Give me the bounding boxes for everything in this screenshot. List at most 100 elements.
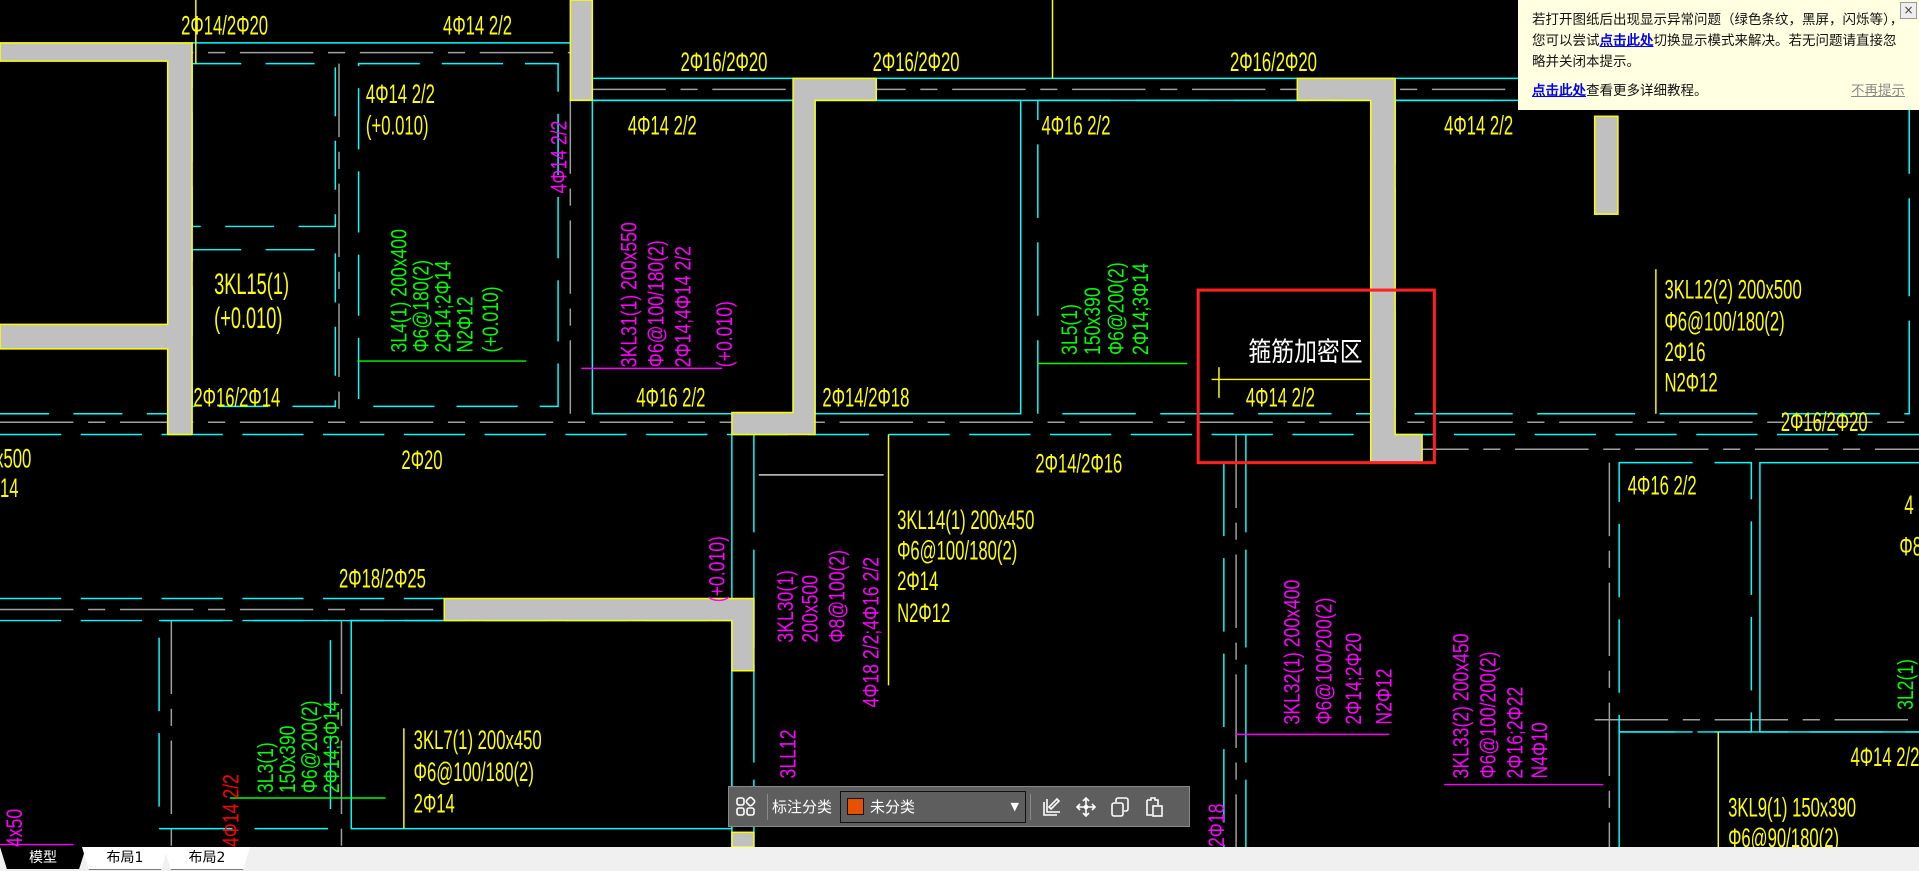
move-icon[interactable] bbox=[1069, 790, 1103, 824]
annotation-label: Φ6@200(2) bbox=[298, 700, 322, 793]
annotation-label-group: 2Φ14;4Φ14 2/2 bbox=[671, 246, 695, 367]
annotation-label: 2Φ14/2Φ18 bbox=[822, 382, 909, 412]
annotation-label: Φ6@90/180(2) bbox=[1728, 823, 1839, 847]
annotation-label: 3LL12 bbox=[777, 729, 801, 778]
tutorial-link[interactable]: 点击此处 bbox=[1532, 83, 1586, 99]
annotation-label-group: 4Φ14 2/2 bbox=[1850, 742, 1919, 772]
layout-tab-bar: 模型 布局1 布局2 bbox=[0, 847, 1919, 871]
annotation-label: Φ6@200(2) bbox=[1105, 262, 1129, 355]
grid-apps-icon[interactable] bbox=[729, 790, 763, 824]
edit-icon[interactable] bbox=[1035, 790, 1069, 824]
annotation-label: Φ8@100(2) bbox=[826, 550, 850, 643]
annotation-label-group: 2Φ16/2Φ20 bbox=[1781, 407, 1868, 437]
annotation-label-group: Φ6@100/200(2) bbox=[1477, 652, 1501, 779]
annotation-label-group: Φ6@90/180(2) bbox=[1728, 823, 1839, 847]
annotation-label-group: 3KL15(1) bbox=[214, 269, 289, 301]
annotation-label-group: 14 bbox=[0, 473, 19, 503]
annotation-label-group: 3KL7(1) 200x450 bbox=[414, 725, 542, 755]
annotation-label: 4Φ18 2/2;4Φ16 2/2 bbox=[860, 557, 884, 708]
annotation-label: (+0.010) bbox=[479, 286, 503, 352]
annotation-label-group: 4Φ18 2/2;4Φ16 2/2 bbox=[860, 557, 884, 708]
category-select[interactable]: 未分类 ▼ bbox=[840, 790, 1027, 823]
close-notice-button[interactable]: × bbox=[1900, 2, 1917, 19]
annotation-label: 2Φ14/2Φ20 bbox=[181, 10, 268, 40]
annotation-label-group: 3KL12(2) 200x500 bbox=[1664, 275, 1801, 305]
annotation-label: 2Φ18/2Φ25 bbox=[339, 563, 426, 593]
category-value: 未分类 bbox=[870, 798, 916, 816]
annotation-label: 4Φ16 2/2 bbox=[1041, 111, 1110, 141]
annotation-label: N2Φ12 bbox=[1664, 368, 1717, 398]
annotation-label: 4Φ16 2/2 bbox=[1628, 470, 1697, 500]
toolbar-divider bbox=[767, 793, 768, 820]
tab-layout-1[interactable]: 布局1 bbox=[82, 847, 168, 870]
annotation-label: 3KL30(1) bbox=[774, 570, 798, 642]
annotation-label: 2Φ16;2Φ22 bbox=[1504, 687, 1528, 779]
annotation-labels: 2Φ14/2Φ20 4Φ14 2/2 2Φ16/2Φ20 2Φ16/2Φ20 2Φ16/… bbox=[0, 10, 1919, 847]
annotation-label-group: 3KL14(1) 200x450 bbox=[897, 505, 1034, 535]
annotation-label: 150x390 bbox=[1081, 287, 1105, 355]
annotation-label: 3L4(1) 200x400 bbox=[388, 229, 412, 352]
dont-show-again-link[interactable]: 不再提示 bbox=[1851, 83, 1905, 99]
annotation-label: 4Φ14 2/2 bbox=[1850, 742, 1919, 772]
annotation-label-group: 4Φ16 2/2 bbox=[1628, 470, 1697, 500]
switch-display-mode-link[interactable]: 点击此处 bbox=[1599, 33, 1654, 49]
annotation-label: 2Φ16/2Φ14 bbox=[193, 382, 280, 412]
annotation-label-group: 3L5(1) bbox=[1058, 304, 1082, 355]
annotation-label: N4Φ10 bbox=[1528, 722, 1552, 778]
annotation-label: 4Φ14 2/2 bbox=[220, 774, 244, 847]
annotation-label-group: Φ6@100/180(2) bbox=[1664, 306, 1784, 336]
annotation-label-group: 箍筋加密区 bbox=[1248, 337, 1362, 367]
paste-icon[interactable] bbox=[1137, 790, 1171, 824]
annotation-label: 箍筋加密区 bbox=[1248, 337, 1362, 367]
annotation-label-group: 2Φ16/2Φ20 bbox=[873, 47, 960, 77]
annotation-label-group: 2Φ20 bbox=[401, 445, 442, 475]
tab-model[interactable]: 模型 bbox=[0, 847, 86, 869]
annotation-label: 3KL15(1) bbox=[214, 269, 289, 301]
annotation-label-group: (+0.010) bbox=[214, 303, 282, 335]
annotation-label: 3L3(1) bbox=[254, 742, 278, 793]
highlight-box-stirrup-densification[interactable] bbox=[1196, 288, 1436, 465]
annotation-label: 2Φ18 bbox=[1205, 804, 1229, 847]
annotation-label-group: 2Φ14;2Φ14 bbox=[432, 261, 456, 353]
annotation-label: 200x500 bbox=[799, 575, 823, 643]
annotation-label: N2Φ12 bbox=[1373, 668, 1397, 724]
annotation-label: Φ6@100/200(2) bbox=[1313, 598, 1337, 725]
annotation-label: 2Φ16/2Φ20 bbox=[1781, 407, 1868, 437]
cad-drawing-canvas[interactable]: 2Φ14/2Φ20 4Φ14 2/2 2Φ16/2Φ20 2Φ16/2Φ20 2Φ16/… bbox=[0, 0, 1919, 847]
annotation-label-group: 3L3(1) bbox=[254, 742, 278, 793]
annotation-label: Φ6@180(2) bbox=[410, 260, 434, 353]
annotation-label: 4 bbox=[1904, 490, 1913, 520]
annotation-label-group: 4Φ16 2/2 bbox=[636, 382, 705, 412]
annotation-label: 2Φ14;3Φ14 bbox=[320, 701, 344, 793]
annotation-label: 4Φ16 2/2 bbox=[636, 382, 705, 412]
annotation-label: Φ6@100/180(2) bbox=[897, 535, 1017, 565]
annotation-label-group: N2Φ12 bbox=[1373, 668, 1397, 724]
annotation-label-group: 150x390 bbox=[1081, 287, 1105, 355]
annotation-label-group: 4Φ14 2/2 bbox=[220, 774, 244, 847]
annotation-label-group: (+0.010) bbox=[706, 536, 730, 602]
annotation-label-group: 2Φ16/2Φ20 bbox=[680, 47, 767, 77]
annotation-label: 3KL12(2) 200x500 bbox=[1664, 275, 1801, 305]
category-label: 标注分类 bbox=[772, 798, 833, 816]
annotation-label-group: Φ8 bbox=[1899, 532, 1919, 562]
annotation-label: N2Φ12 bbox=[454, 296, 478, 352]
annotation-label: 4Φ14 2/2 bbox=[548, 121, 572, 194]
annotation-label: 2Φ16 bbox=[1664, 337, 1705, 367]
annotation-label: 4x50 bbox=[3, 809, 27, 847]
annotation-label: 2Φ14;3Φ14 bbox=[1129, 263, 1153, 355]
annotation-label: Φ6@100/180(2) bbox=[1664, 306, 1784, 336]
annotation-label: 3L2(1) bbox=[1894, 659, 1918, 710]
annotation-label: 3KL33(2) 200x450 bbox=[1450, 634, 1474, 779]
annotation-label: Φ8 bbox=[1899, 532, 1919, 562]
annotation-label: 4Φ14 2/2 bbox=[366, 79, 435, 109]
copy-icon[interactable] bbox=[1103, 790, 1137, 824]
annotation-label-group: 3L4(1) 200x400 bbox=[388, 229, 412, 352]
annotation-label: Φ6@100/200(2) bbox=[1477, 652, 1501, 779]
annotation-label: 3KL32(1) 200x400 bbox=[1281, 580, 1305, 725]
annotation-label-group: 4 bbox=[1904, 490, 1913, 520]
annotation-label: 4Φ14 2/2 bbox=[628, 111, 697, 141]
annotation-label-group: 4Φ14 2/2 bbox=[1246, 382, 1315, 412]
annotation-label-group: 2Φ18/2Φ25 bbox=[339, 563, 426, 593]
tab-layout-2[interactable]: 布局2 bbox=[164, 847, 250, 870]
annotation-label-group: 150x390 bbox=[276, 726, 300, 794]
